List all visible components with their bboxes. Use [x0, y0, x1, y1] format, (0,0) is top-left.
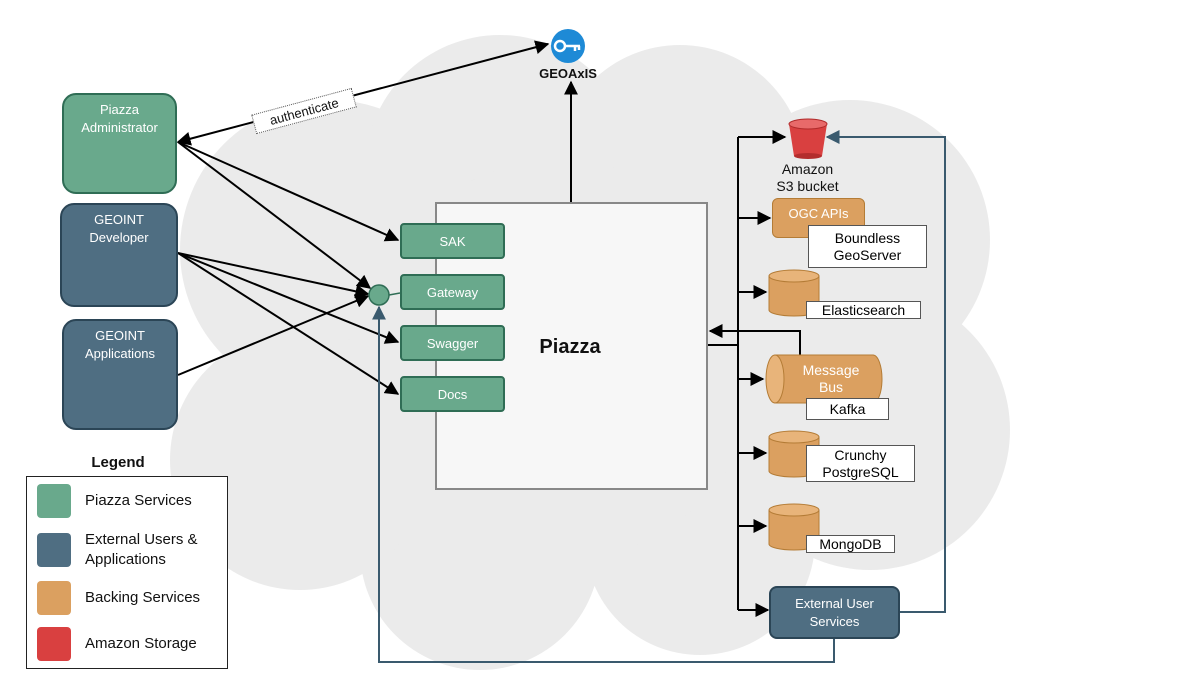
- legend-item-piazza-services: Piazza Services: [37, 484, 192, 518]
- gateway-service[interactable]: Gateway: [400, 274, 505, 310]
- kafka-label: Kafka: [806, 398, 889, 420]
- legend-label-amazon: Amazon Storage: [85, 635, 197, 652]
- authenticate-edge: [176, 40, 550, 146]
- legend-label-backing: Backing Services: [85, 589, 201, 606]
- legend-title: Legend: [91, 454, 145, 471]
- legend-item-amazon: Amazon Storage: [37, 627, 197, 661]
- developer-label-line2: Developer: [89, 230, 149, 245]
- geoaxis-label: GEOAxIS: [539, 65, 597, 81]
- external-to-gateway-edge: [372, 305, 835, 663]
- legend-label-external: External Users & Applications: [85, 531, 198, 568]
- legend-label-piazza: Piazza Services: [85, 492, 192, 509]
- s3-label-line2: S3 bucket: [776, 178, 839, 194]
- developer-label-line1: GEOINT: [94, 212, 144, 227]
- external-to-s3-edge: [825, 130, 946, 613]
- developer-to-docs-edge: [177, 252, 400, 395]
- gateway-node-link: [388, 292, 401, 296]
- postgres-label: Crunchy PostgreSQL: [806, 445, 915, 482]
- geoserver-label-line2: GeoServer: [833, 246, 902, 263]
- apps-label-line1: GEOINT: [95, 328, 145, 343]
- s3-bucket-label: Amazon S3 bucket: [760, 161, 855, 195]
- developer-to-swagger-edge: [177, 252, 400, 344]
- message-bus-label-line1: Message: [802, 362, 860, 378]
- backing-bus: [707, 130, 801, 617]
- mongodb-label: MongoDB: [806, 535, 895, 553]
- geoint-developer-node[interactable]: GEOINT Developer: [60, 203, 178, 307]
- legend-item-external: External Users & Applications: [37, 530, 215, 570]
- message-bus-label-line2: Bus: [818, 379, 844, 395]
- geoserver-label-line1: Boundless: [834, 229, 901, 246]
- legend-item-backing: Backing Services: [37, 581, 200, 615]
- sak-service[interactable]: SAK: [400, 223, 505, 259]
- legend-swatch-external: [37, 533, 71, 567]
- gateway-node: [368, 284, 390, 306]
- piazza-title: Piazza: [539, 335, 601, 358]
- s3-label-line1: Amazon: [781, 161, 834, 177]
- developer-to-gateway-edge: [177, 252, 370, 299]
- external-services-line2: Services: [809, 613, 860, 629]
- message-bus-cylinder-icon: [765, 354, 883, 404]
- swagger-service[interactable]: Swagger: [400, 325, 505, 361]
- legend-swatch-piazza: [37, 484, 71, 518]
- piazza-administrator-node[interactable]: Piazza Administrator: [62, 93, 177, 194]
- admin-to-sak-edge: [177, 141, 400, 242]
- postgres-label-line2: PostgreSQL: [822, 463, 899, 480]
- external-services-line1: External User: [795, 595, 874, 611]
- admin-label-line1: Piazza: [99, 102, 140, 117]
- geoint-applications-node[interactable]: GEOINT Applications: [62, 319, 178, 430]
- apps-label-line2: Applications: [84, 346, 156, 361]
- external-user-services-node[interactable]: External User Services: [769, 586, 900, 639]
- admin-to-gateway-edge: [177, 141, 372, 289]
- elasticsearch-label: Elasticsearch: [806, 301, 921, 319]
- docs-service[interactable]: Docs: [400, 376, 505, 412]
- postgres-label-line1: Crunchy: [834, 446, 887, 463]
- apps-to-gateway-edge: [177, 294, 370, 376]
- legend-swatch-amazon: [37, 627, 71, 661]
- geoaxis-key-icon: [551, 29, 585, 63]
- admin-label-line2: Administrator: [81, 120, 158, 135]
- message-bus-label: Message Bus: [785, 362, 877, 396]
- legend-swatch-backing: [37, 581, 71, 615]
- geoserver-label: Boundless GeoServer: [808, 225, 927, 268]
- legend-box: Piazza Services External Users & Applica…: [26, 476, 228, 669]
- s3-bucket-icon: [788, 118, 828, 159]
